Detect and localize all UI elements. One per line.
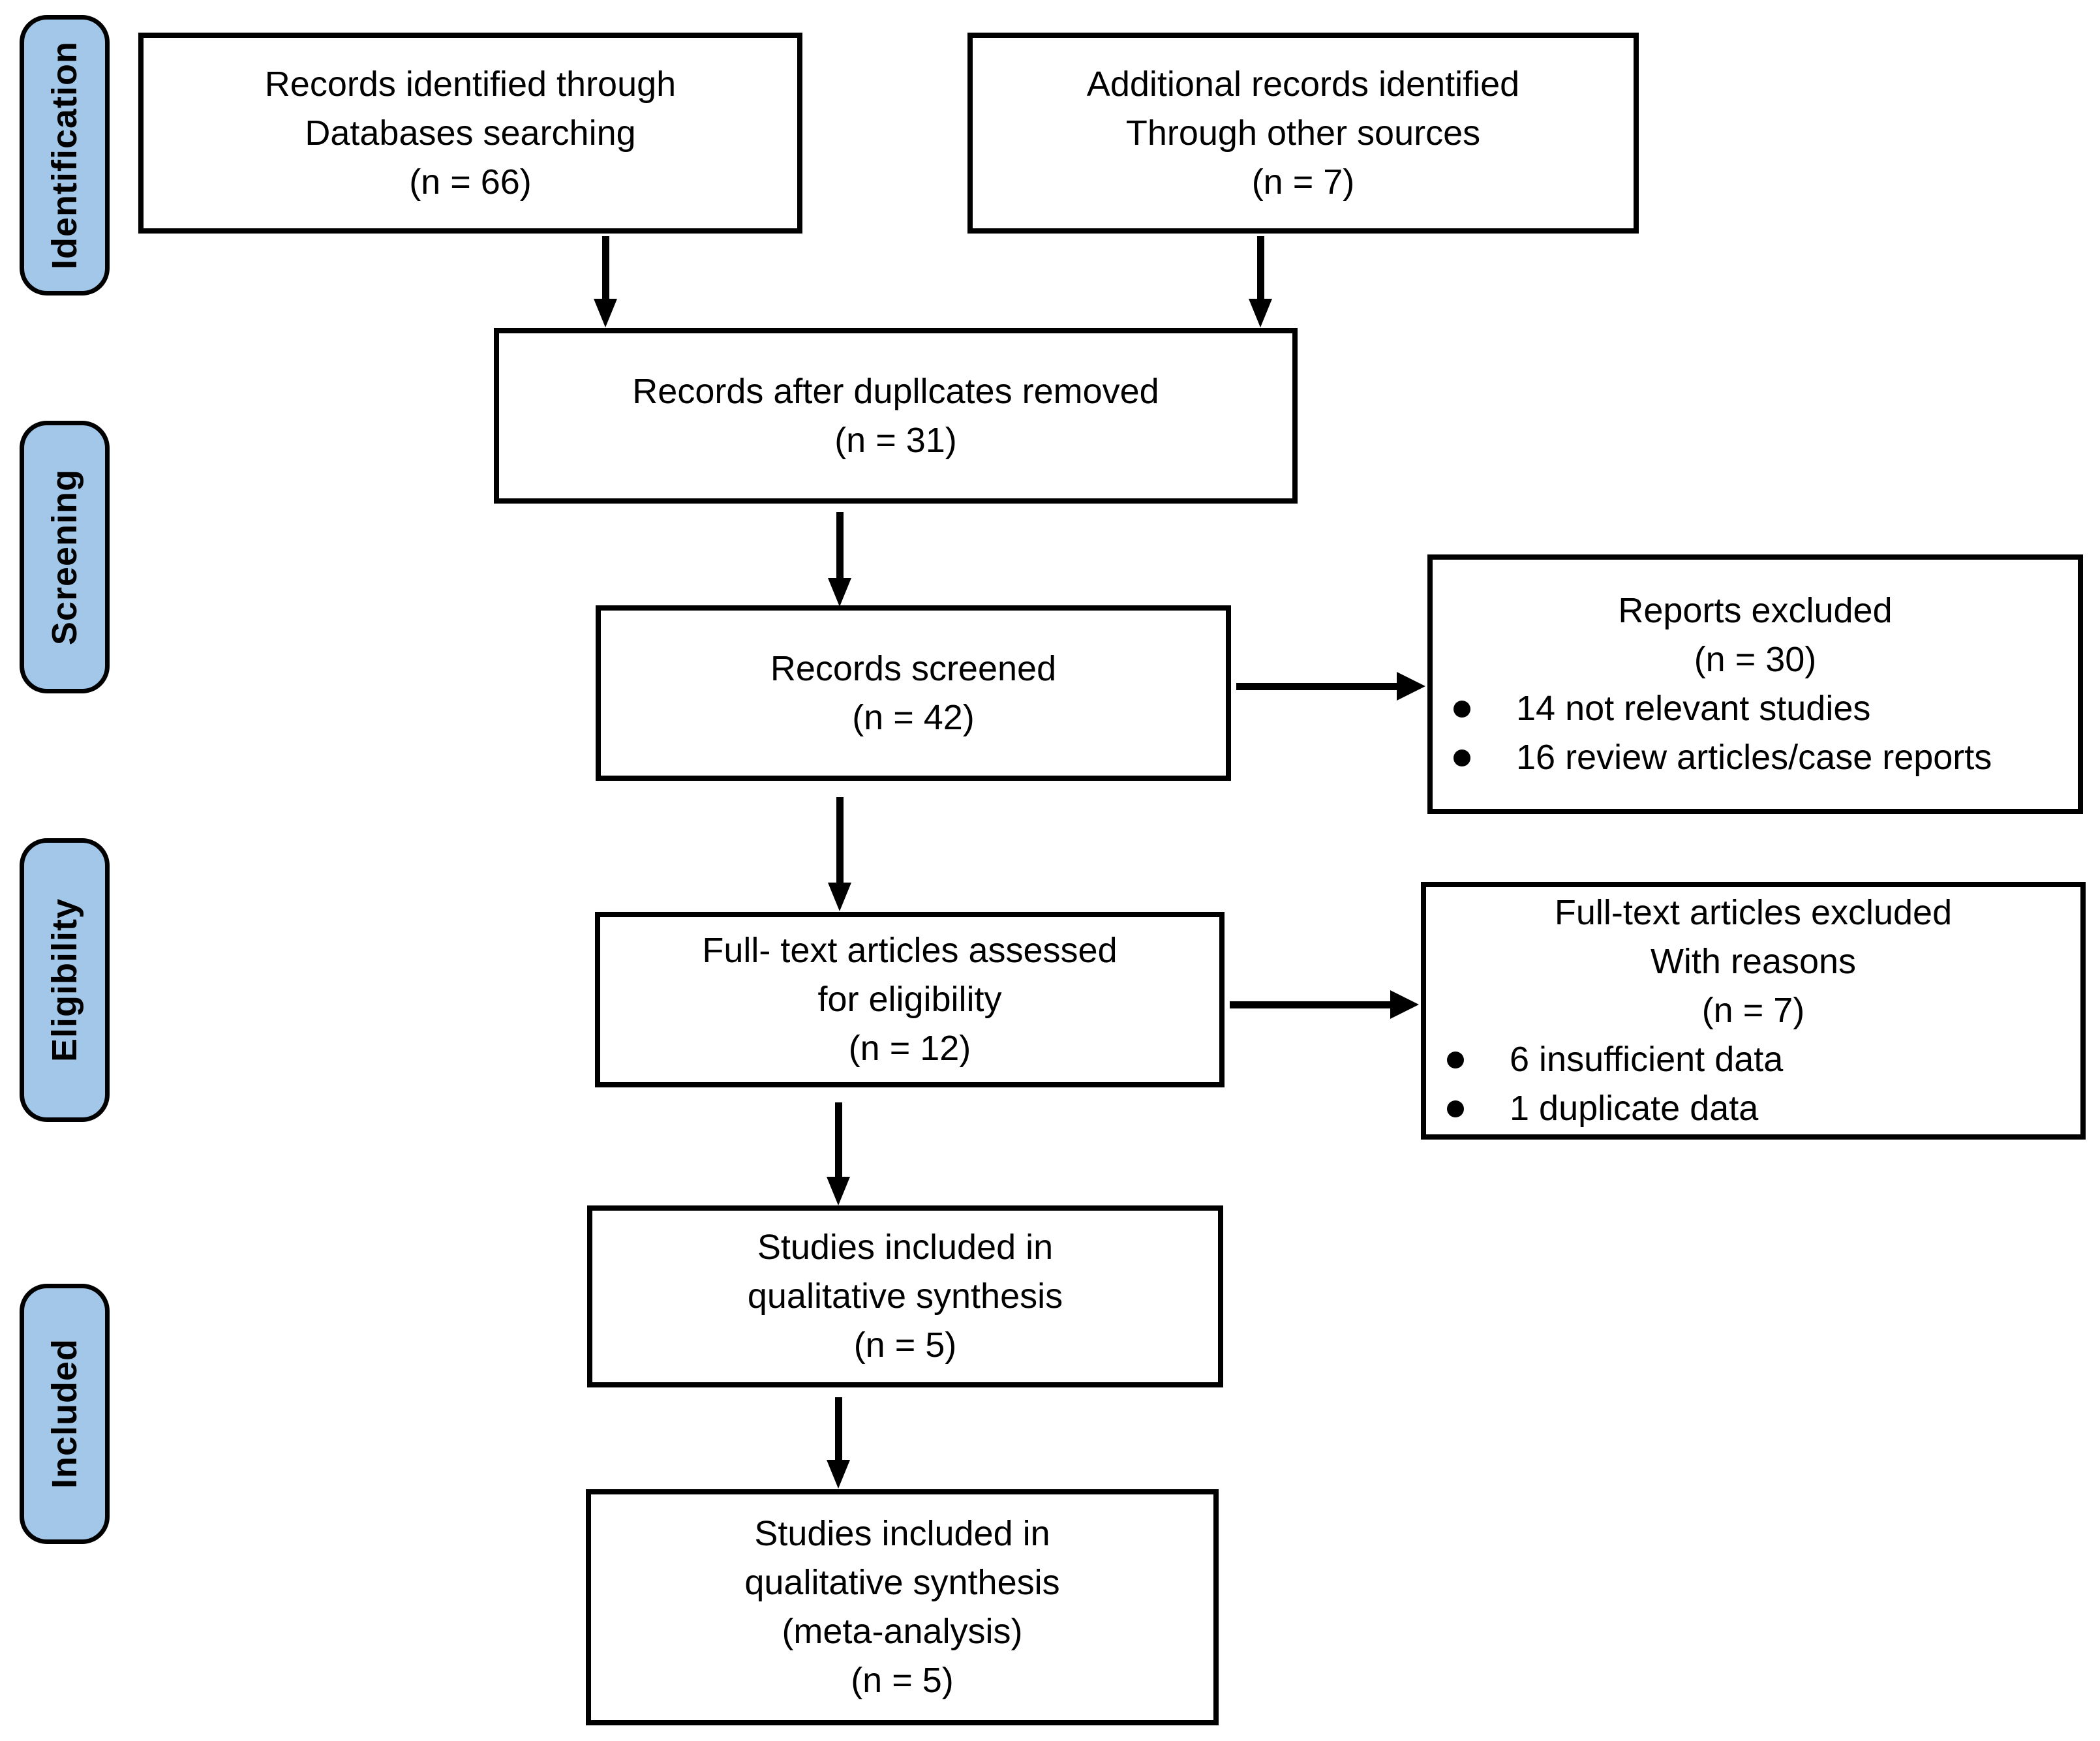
arrow-fulltext-to-qualitative — [835, 1102, 842, 1179]
box-line: With reasons — [1650, 942, 1857, 981]
box-line: (meta-analysis) — [782, 1612, 1023, 1651]
box-line: (n = 5) — [851, 1661, 954, 1700]
box-reports-excluded: Reports excluded (n = 30) 14 not relevan… — [1427, 554, 2083, 814]
box-line: (n = 7) — [1701, 991, 1805, 1030]
arrowhead-right-icon — [1397, 672, 1425, 701]
bullet-icon — [1453, 749, 1470, 766]
bullet-item: 1 duplicate data — [1426, 1084, 2080, 1133]
arrowhead-down-icon — [828, 883, 851, 911]
bullet-icon — [1447, 1051, 1464, 1068]
bullet-label: 1 duplicate data — [1510, 1089, 1759, 1128]
arrow-databases-to-duplicates — [602, 236, 609, 301]
box-line: (n = 5) — [853, 1325, 957, 1365]
bullet-item: 16 review articles/case reports — [1433, 733, 2078, 782]
arrowhead-down-icon — [594, 299, 617, 327]
box-line: (n = 42) — [852, 697, 975, 737]
box-additional-records-other-sources: Additional records identified Through ot… — [967, 33, 1639, 234]
arrowhead-down-icon — [828, 578, 851, 607]
box-line: (n = 31) — [834, 420, 957, 460]
box-line: (n = 66) — [409, 162, 532, 202]
box-line: Through other sources — [1125, 113, 1481, 153]
box-line: Reports excluded — [1618, 591, 1893, 630]
box-line: Studies included in — [754, 1514, 1050, 1553]
box-fulltext-articles-excluded: Full-text articles excluded With reasons… — [1421, 882, 2086, 1140]
box-line: for eligibility — [817, 980, 1002, 1019]
box-line: Additional records identified — [1086, 64, 1520, 104]
box-line: Records after dupllcates removed — [632, 371, 1159, 411]
box-line: qualitative synthesis — [744, 1563, 1060, 1602]
box-line: Records identified through — [264, 64, 677, 104]
stage-label-text: Eligibility — [45, 898, 84, 1063]
bullet-icon — [1453, 700, 1470, 718]
box-records-identified-databases: Records identified through Databases sea… — [138, 33, 802, 234]
arrow-screened-to-reports-excluded — [1236, 683, 1399, 690]
arrow-duplicates-to-screened — [836, 512, 844, 581]
box-line: Databases searching — [305, 113, 636, 153]
bullet-label: 16 review articles/case reports — [1516, 738, 1992, 777]
box-line: qualitative synthesis — [747, 1277, 1063, 1316]
box-records-screened: Records screened (n = 42) — [596, 605, 1231, 781]
arrow-qualitative-to-meta — [835, 1397, 842, 1462]
box-line: Records screened — [770, 648, 1057, 688]
box-studies-meta-analysis: Studies included in qualitative synthesi… — [586, 1489, 1219, 1725]
stage-label-text: Identification — [45, 41, 84, 269]
stage-label-text: Included — [45, 1339, 84, 1489]
box-line: (n = 7) — [1251, 162, 1355, 202]
stage-label-included: Included — [20, 1284, 110, 1544]
box-line: Studies included in — [757, 1228, 1054, 1267]
arrow-other-sources-to-duplicates — [1257, 236, 1264, 301]
stage-label-screening: Screening — [20, 421, 110, 693]
stage-label-identification: Identification — [20, 15, 110, 295]
box-line: Full-text articles excluded — [1554, 893, 1953, 932]
stage-label-text: Screening — [45, 468, 84, 646]
bullet-label: 14 not relevant studies — [1516, 689, 1871, 728]
bullet-item: 6 insufficient data — [1426, 1035, 2080, 1084]
arrowhead-right-icon — [1390, 990, 1419, 1019]
box-studies-qualitative-synthesis: Studies included in qualitative synthesi… — [587, 1205, 1223, 1387]
arrowhead-down-icon — [827, 1460, 850, 1489]
bullet-label: 6 insufficient data — [1510, 1040, 1784, 1079]
box-line: Full- text articles assessed — [702, 931, 1118, 970]
arrowhead-down-icon — [827, 1177, 850, 1205]
box-line: (n = 12) — [848, 1029, 971, 1068]
arrow-fulltext-to-fulltext-excluded — [1230, 1001, 1393, 1008]
box-records-after-duplicates-removed: Records after dupllcates removed (n = 31… — [494, 328, 1298, 504]
bullet-item: 14 not relevant studies — [1433, 684, 2078, 733]
arrow-screened-to-fulltext — [836, 797, 844, 885]
box-line: (n = 30) — [1694, 640, 1817, 679]
arrowhead-down-icon — [1249, 299, 1272, 327]
box-fulltext-articles-assessed: Full- text articles assessed for eligibi… — [595, 912, 1225, 1087]
stage-label-eligibility: Eligibility — [20, 838, 110, 1122]
bullet-icon — [1447, 1100, 1464, 1117]
